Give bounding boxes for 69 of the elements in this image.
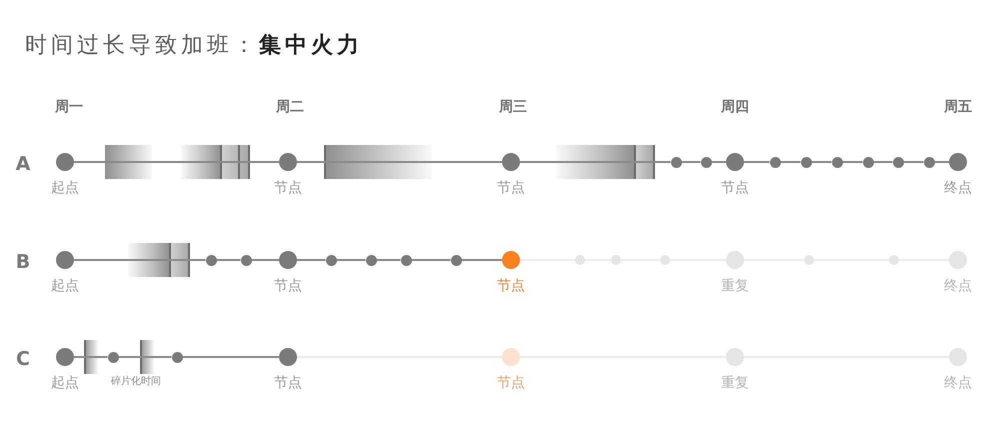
timeline-segment [182,356,279,358]
step-dot [660,255,670,265]
step-dot [832,156,842,168]
timeline-segment [412,259,450,261]
step-dot [889,255,899,265]
step-dot [240,254,252,266]
timeline-segment [744,161,770,163]
step-dot [172,352,182,362]
timeline-segment [874,161,892,163]
step-dot [892,156,904,168]
timeline-segment [520,161,670,163]
step-dot [700,156,712,168]
row-letter: B [16,251,30,273]
step-dot [800,156,812,168]
step-dot [366,254,376,266]
timeline-segment [462,259,502,261]
row-letter: C [16,348,30,370]
timeline-segment [904,161,924,163]
day-label: 周二 [276,99,304,115]
timeline-segment [297,161,502,163]
day-label: 周一 [55,99,83,115]
node-label: 节点 [497,180,525,196]
timeline-segment [74,259,206,261]
timeline-segment [74,356,108,358]
node-label: 节点 [721,180,749,196]
timeline-segment [812,161,832,163]
timeline-segment [336,259,366,261]
day-label: 周四 [721,99,749,115]
node-label: 节点 [274,180,302,196]
timeline-segment [216,259,240,261]
node-label: 终点 [944,180,972,196]
node-label: 起点 [51,375,79,391]
node-label: 终点 [944,375,972,391]
title: 时间过长导致加班：集中火力 [25,32,363,60]
day-label: 周三 [499,99,527,115]
step-dot [804,255,814,265]
node-label: 重复 [721,375,749,391]
node-label: 起点 [51,180,79,196]
node-label: 起点 [51,278,79,294]
step-dot [670,156,682,168]
timeline-segment [252,259,279,261]
step-dot [575,255,585,265]
node-label: 节点 [497,278,525,294]
timeline-segment [118,356,172,358]
timeline-segment [376,259,400,261]
row-letter: A [16,153,30,175]
timeline-segment [297,259,326,261]
step-dot [400,254,412,266]
step-dot [862,156,874,168]
node-label: 节点 [497,375,525,391]
note-text: 碎片化时间 [111,376,161,388]
step-dot [108,352,118,362]
timeline-segment [780,161,800,163]
node-label: 节点 [274,278,302,294]
step-dot [770,156,780,168]
step-dot [450,254,462,266]
step-dot [326,254,336,266]
timeline-segment [74,161,279,163]
step-dot [611,255,621,265]
step-dot [924,156,934,168]
node-label: 重复 [721,278,749,294]
timeline-segment [712,161,726,163]
node-label: 终点 [944,278,972,294]
day-label: 周五 [944,99,972,115]
step-dot [206,254,216,266]
timeline-segment [842,161,862,163]
timeline-segment [934,161,949,163]
node-label: 节点 [274,375,302,391]
timeline-segment [682,161,700,163]
